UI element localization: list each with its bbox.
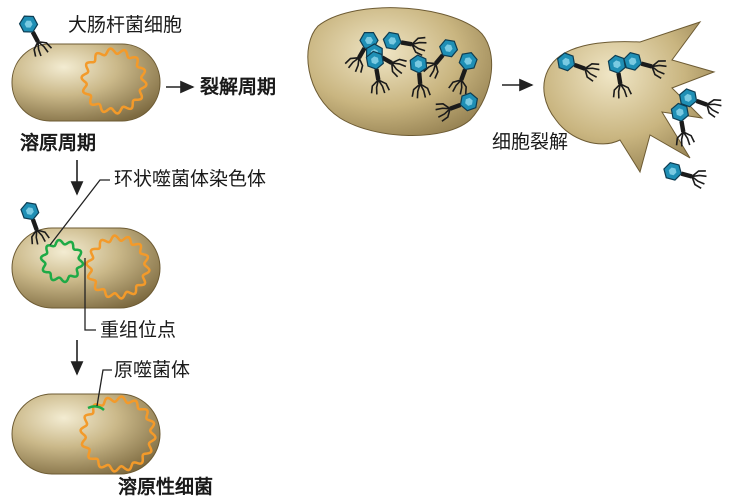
host-cell-2 xyxy=(11,227,161,309)
label-cell-lysis: 细胞裂解 xyxy=(492,131,569,153)
bacterial-dna-2 xyxy=(85,234,151,300)
label-host-cell: 大肠杆菌细胞 xyxy=(68,14,183,36)
label-lysogenic-cycle: 溶原周期 xyxy=(20,132,97,154)
host-cell-1 xyxy=(11,43,161,122)
bacterial-dna-1 xyxy=(80,47,148,115)
bacteriophage-icon xyxy=(15,11,54,60)
bacterial-dna-3 xyxy=(79,395,157,473)
label-prophage: 原噬菌体 xyxy=(114,359,191,381)
label-circular-phage-chromosome: 环状噬菌体染色体 xyxy=(114,168,267,190)
circular-phage-dna xyxy=(39,238,85,284)
leader-line-phage-chromosome xyxy=(49,179,110,246)
leader-line-prophage xyxy=(96,369,112,407)
bacteriophage-icon xyxy=(660,159,709,190)
leader-line-recombination-site xyxy=(84,258,96,331)
label-lysogenic-bacterium: 溶原性细菌 xyxy=(118,476,214,498)
label-recombination-site: 重组位点 xyxy=(100,319,177,341)
integrated-prophage-dna xyxy=(87,405,105,411)
lysed-cell xyxy=(543,21,716,174)
label-lytic-cycle: 裂解周期 xyxy=(200,76,277,98)
host-cell-3 xyxy=(11,393,161,475)
